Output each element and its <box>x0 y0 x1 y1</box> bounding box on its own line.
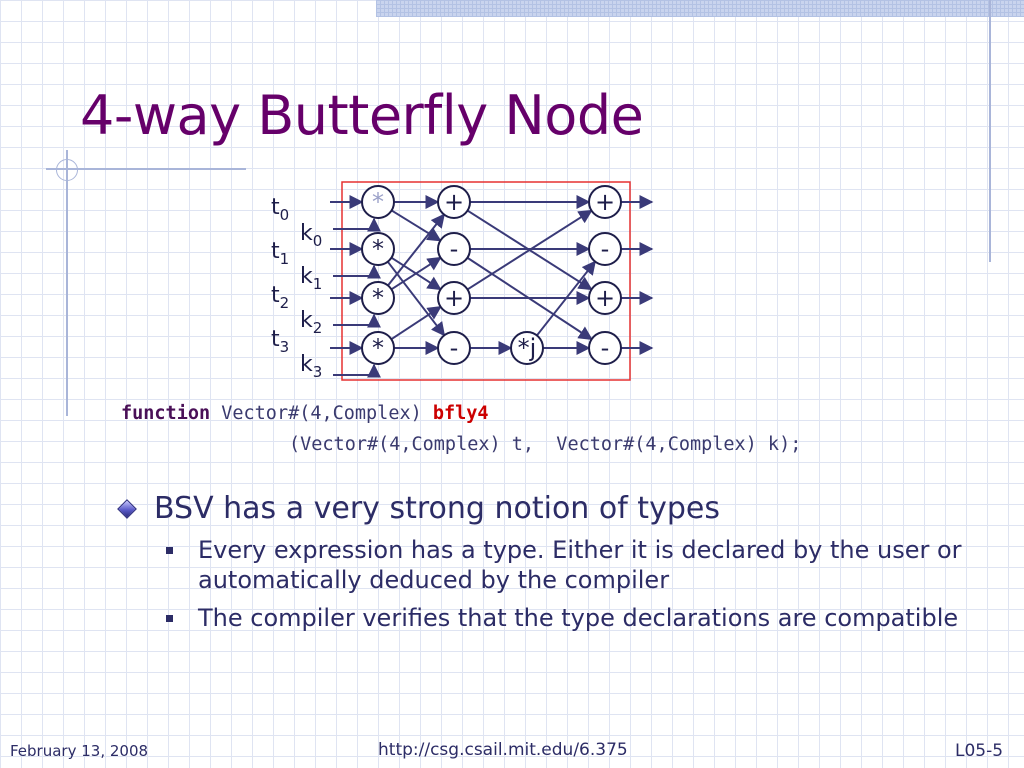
sub-bullet-1: Every expression has a type. Either it i… <box>166 535 966 595</box>
input-label-t0: t0 <box>271 195 289 224</box>
sub-bullet-text: The compiler verifies that the type decl… <box>198 604 959 632</box>
stage1-stage2-edge <box>391 209 442 242</box>
svg-text:*: * <box>372 284 384 312</box>
bullet-main: BSV has a very strong notion of types <box>116 491 996 526</box>
code-line-2: (Vector#(4,Complex) t, Vector#(4,Complex… <box>289 434 802 455</box>
svg-text:+: + <box>444 188 464 216</box>
slide-title: 4-way Butterfly Node <box>80 84 644 147</box>
diagram-frame <box>341 181 631 381</box>
code-keyword: function <box>121 403 211 424</box>
stage4-node: - <box>588 331 622 365</box>
stage2-node: - <box>437 331 471 365</box>
twiddle-edge <box>333 264 381 279</box>
multiply-node: * <box>361 281 395 315</box>
square-bullet-icon <box>166 615 173 622</box>
svg-text:*: * <box>372 188 384 216</box>
twiddle-label-k2: k2 <box>300 308 322 337</box>
multiply-node: * <box>361 232 395 266</box>
twiddle-stage4-edge <box>536 260 596 337</box>
square-bullet-icon <box>166 547 173 554</box>
svg-text:-: - <box>450 235 459 263</box>
stage4-node: - <box>588 232 622 266</box>
twiddle-edge <box>333 217 381 232</box>
stage2-node: + <box>437 281 471 315</box>
multiply-node: * <box>361 185 395 219</box>
svg-text:+: + <box>444 284 464 312</box>
svg-text:-: - <box>450 334 459 362</box>
title-underline <box>46 168 246 170</box>
circle-decor <box>56 159 78 181</box>
diamond-bullet-icon <box>117 499 137 519</box>
stage1-stage2-edge <box>390 256 442 291</box>
svg-text:-: - <box>601 334 610 362</box>
sub-bullet-text: Every expression has a type. Either it i… <box>198 536 962 594</box>
times-j-node: *j <box>510 331 544 365</box>
multiply-node: * <box>361 331 395 365</box>
svg-text:*j: *j <box>518 334 537 362</box>
footer-url: http://csg.csail.mit.edu/6.375 <box>378 740 628 760</box>
svg-text:-: - <box>601 235 610 263</box>
svg-text:+: + <box>595 284 615 312</box>
stage4-node: + <box>588 185 622 219</box>
stage2-node: - <box>437 232 471 266</box>
stage2-stage4-edge <box>466 209 593 291</box>
svg-text:*: * <box>372 334 384 362</box>
twiddle-label-k3: k3 <box>300 352 322 381</box>
sub-bullet-2: The compiler verifies that the type decl… <box>166 603 966 633</box>
code-return-type: Vector#(4,Complex) <box>221 403 422 424</box>
bullet-main-text: BSV has a very strong notion of types <box>154 491 720 526</box>
code-function-name: bfly4 <box>432 403 489 424</box>
input-label-t3: t3 <box>271 327 289 356</box>
footer-date: February 13, 2008 <box>10 742 149 760</box>
twiddle-label-k0: k0 <box>300 221 322 250</box>
left-decor-line <box>66 150 68 416</box>
svg-text:+: + <box>595 188 615 216</box>
right-decor-line <box>989 0 991 262</box>
stage1-stage2-edge <box>390 305 442 341</box>
footer-slide-number: L05-5 <box>955 741 1004 761</box>
top-decor-bar <box>376 0 1024 17</box>
stage1-stage2-edge <box>387 213 445 287</box>
stage2-node: + <box>437 185 471 219</box>
input-label-t1: t1 <box>271 239 289 268</box>
twiddle-edge <box>333 363 381 378</box>
svg-text:*: * <box>372 235 384 263</box>
twiddle-edge <box>333 313 381 328</box>
twiddle-label-k1: k1 <box>300 264 322 293</box>
code-line-1: function Vector#(4,Complex) bfly4 <box>121 403 489 424</box>
stage4-node: + <box>588 281 622 315</box>
input-label-t2: t2 <box>271 283 289 312</box>
